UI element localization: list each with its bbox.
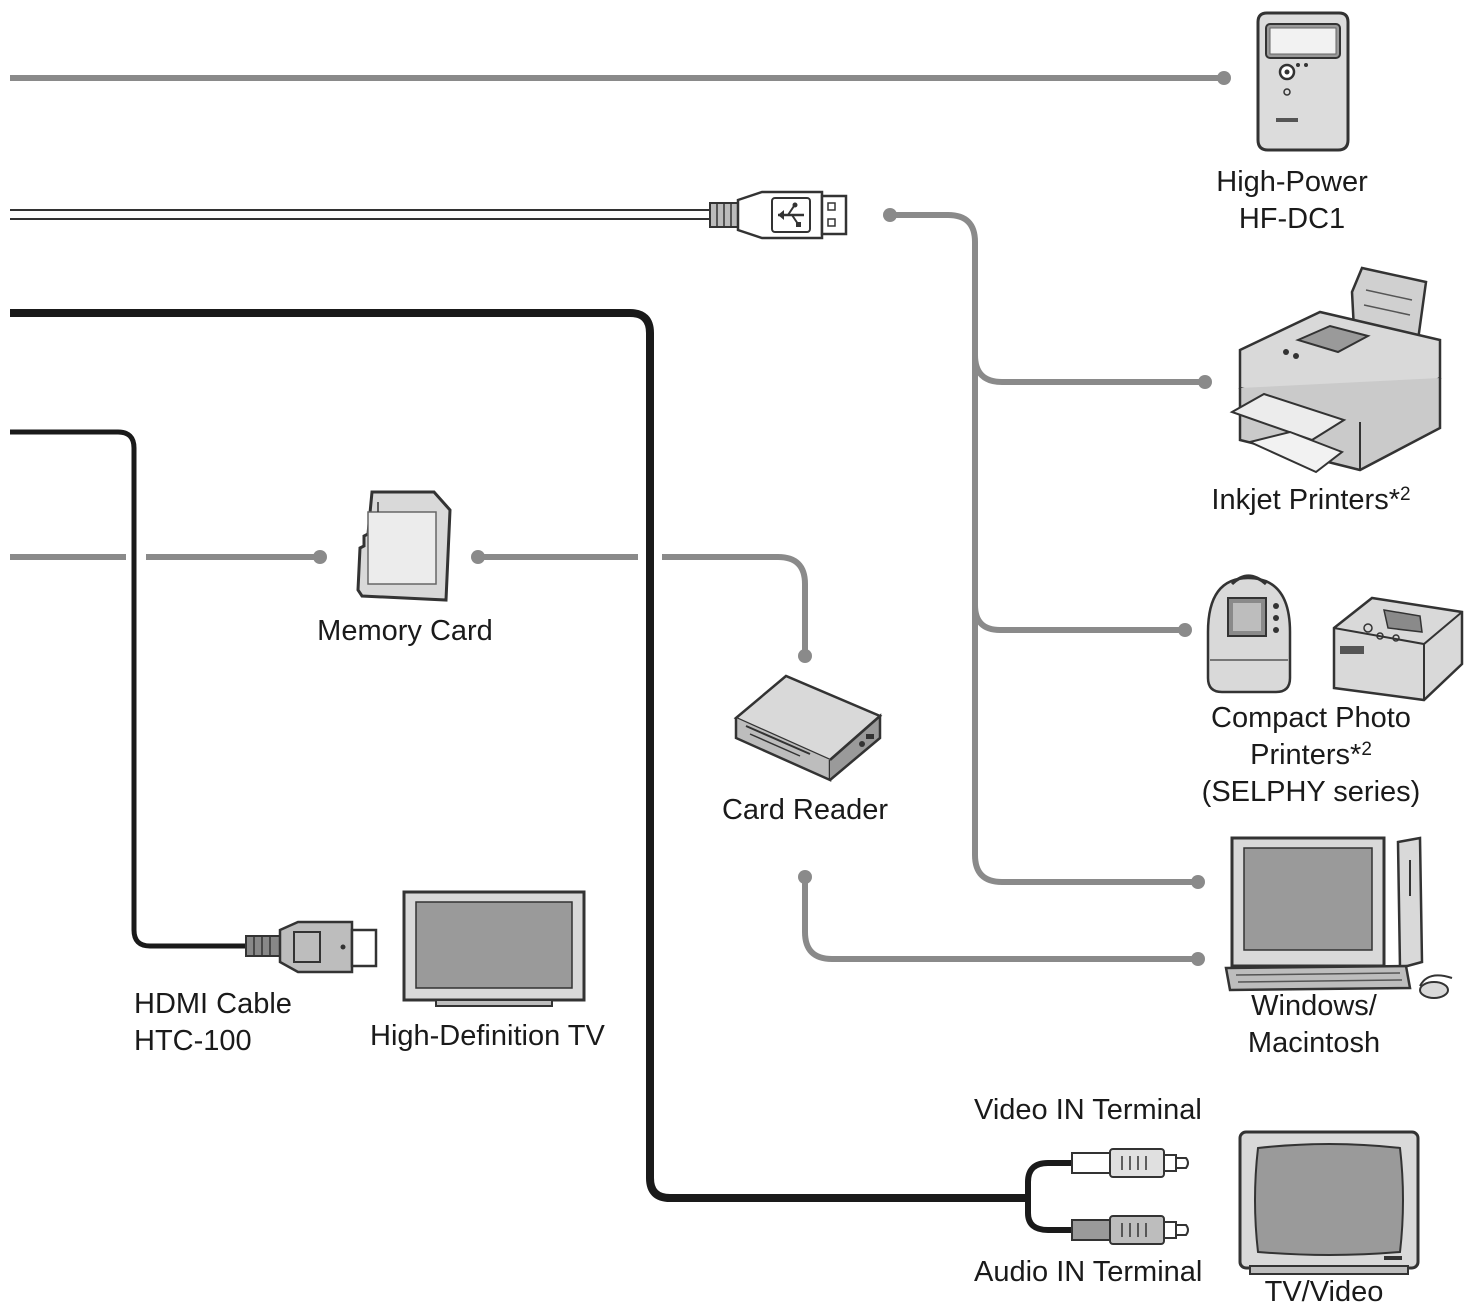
compact-label-line2: Printers*2	[1250, 739, 1372, 771]
card-reader-icon	[733, 674, 883, 782]
tv-video-icon	[1238, 1130, 1420, 1275]
hdmi-cable	[10, 429, 248, 949]
audio-in-label: Audio IN Terminal	[974, 1256, 1203, 1288]
inkjet-printers-text: Inkjet Printers*	[1211, 484, 1400, 516]
flash-icon	[1256, 11, 1350, 152]
hdmi-plug	[245, 920, 378, 974]
hdmi-label-line1: HDMI Cable	[134, 988, 292, 1020]
hdtv-icon	[402, 890, 586, 1007]
usb-cable	[10, 190, 848, 240]
usb-icon	[771, 197, 811, 233]
flash-label: High-Power HF-DC1	[1192, 164, 1392, 238]
memory-card-label: Memory Card	[317, 615, 493, 647]
usb-distribution-lines	[890, 212, 1205, 885]
video-in-label: Video IN Terminal	[974, 1094, 1202, 1126]
compact-photo-printer-round-icon	[1206, 574, 1292, 694]
computer-label-line2: Macintosh	[1247, 1027, 1381, 1059]
computer-label: Windows/ Macintosh	[1214, 988, 1414, 1062]
computer-icon	[1224, 836, 1453, 999]
compact-photo-printer-box-icon	[1332, 596, 1464, 702]
compact-printers-footnote: 2	[1361, 739, 1372, 760]
rca-plug-video	[1071, 1148, 1189, 1178]
card-reader-computer-line	[798, 870, 1205, 966]
compact-label-line3: (SELPHY series)	[1201, 776, 1421, 808]
compact-label-line1: Compact Photo	[1211, 702, 1411, 734]
flash-label-line2: HF-DC1	[1238, 203, 1346, 235]
computer-label-line1: Windows/	[1251, 990, 1377, 1022]
inkjet-printer-icon	[1229, 266, 1442, 474]
memory-card-icon	[356, 490, 452, 602]
flash-cable	[10, 71, 1231, 85]
flash-label-line1: High-Power	[1216, 166, 1368, 198]
usb-endpoints	[883, 208, 1212, 889]
rca-plug-audio	[1071, 1215, 1189, 1245]
tv-video-label: TV/Video	[1264, 1276, 1384, 1308]
hdmi-cable-label: HDMI Cable HTC-100	[134, 986, 292, 1060]
inkjet-printers-footnote: 2	[1400, 484, 1411, 505]
hdmi-label-line2: HTC-100	[134, 1025, 252, 1057]
inkjet-printers-label: Inkjet Printers*2	[1186, 482, 1436, 519]
memory-card-lines	[10, 550, 812, 663]
compact-photo-printers-label: Compact Photo Printers*2 (SELPHY series)	[1186, 700, 1436, 811]
av-cable	[10, 309, 1074, 1233]
hdtv-label: High-Definition TV	[370, 1020, 605, 1052]
card-reader-label: Card Reader	[721, 794, 889, 826]
